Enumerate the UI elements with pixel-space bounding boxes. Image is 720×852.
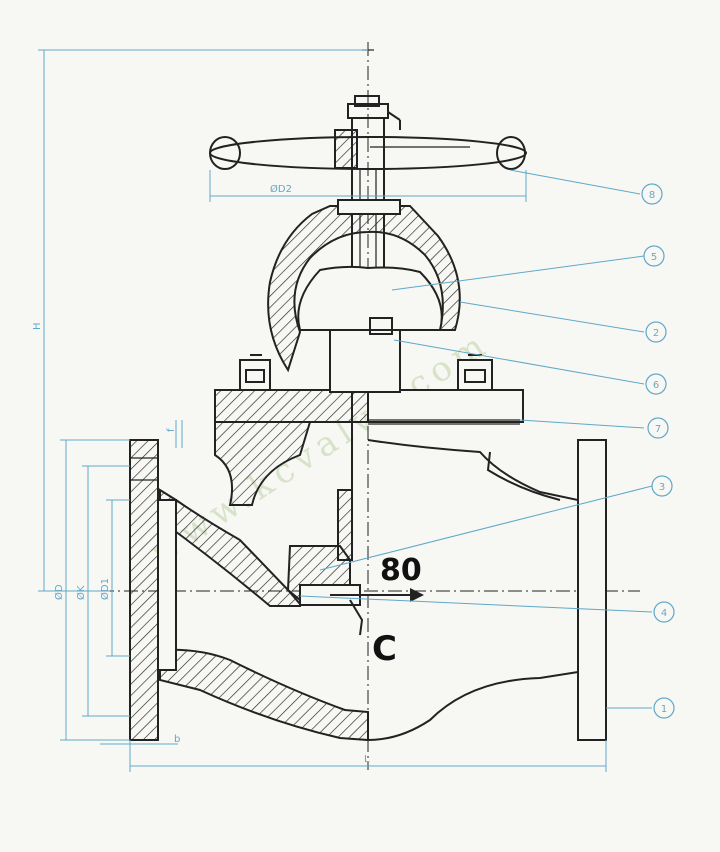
dim-face-thk-label: f	[166, 428, 177, 432]
svg-text:8: 8	[649, 190, 655, 201]
svg-text:5: 5	[651, 252, 657, 263]
dim-handwheel-dia-label: ØD2	[270, 183, 292, 195]
balloon-8: 8	[641, 183, 663, 205]
leader-lines	[299, 169, 653, 709]
balloon-4: 4	[653, 601, 675, 623]
balloon-2: 2	[645, 321, 667, 343]
pressure-marking: 80	[380, 553, 422, 588]
svg-text:1: 1	[661, 704, 667, 715]
material-marking: C	[372, 629, 397, 669]
dim-flange-thk-label: b	[174, 734, 180, 745]
svg-text:7: 7	[655, 424, 661, 435]
dim-bolt-circle-label: ØK	[75, 585, 87, 600]
balloon-7: 7	[647, 417, 669, 439]
dimension-lines	[38, 49, 607, 772]
svg-text:6: 6	[653, 380, 659, 391]
flow-direction-arrow	[330, 588, 424, 602]
dim-face-to-face-label: L	[364, 754, 370, 765]
yoke	[267, 199, 461, 373]
dim-height-label: H	[32, 322, 43, 330]
dim-raised-face-label: ØD1	[99, 578, 111, 600]
bonnet-flange	[214, 317, 524, 425]
svg-text:4: 4	[661, 608, 667, 619]
valve-body	[129, 421, 607, 742]
dim-flange-od-label: ØD	[53, 584, 65, 600]
balloon-6: 6	[645, 373, 667, 395]
balloon-5: 5	[643, 245, 665, 267]
balloon-3: 3	[651, 475, 673, 497]
svg-text:2: 2	[653, 328, 659, 339]
svg-text:3: 3	[659, 482, 665, 493]
balloon-1: 1	[653, 697, 675, 719]
